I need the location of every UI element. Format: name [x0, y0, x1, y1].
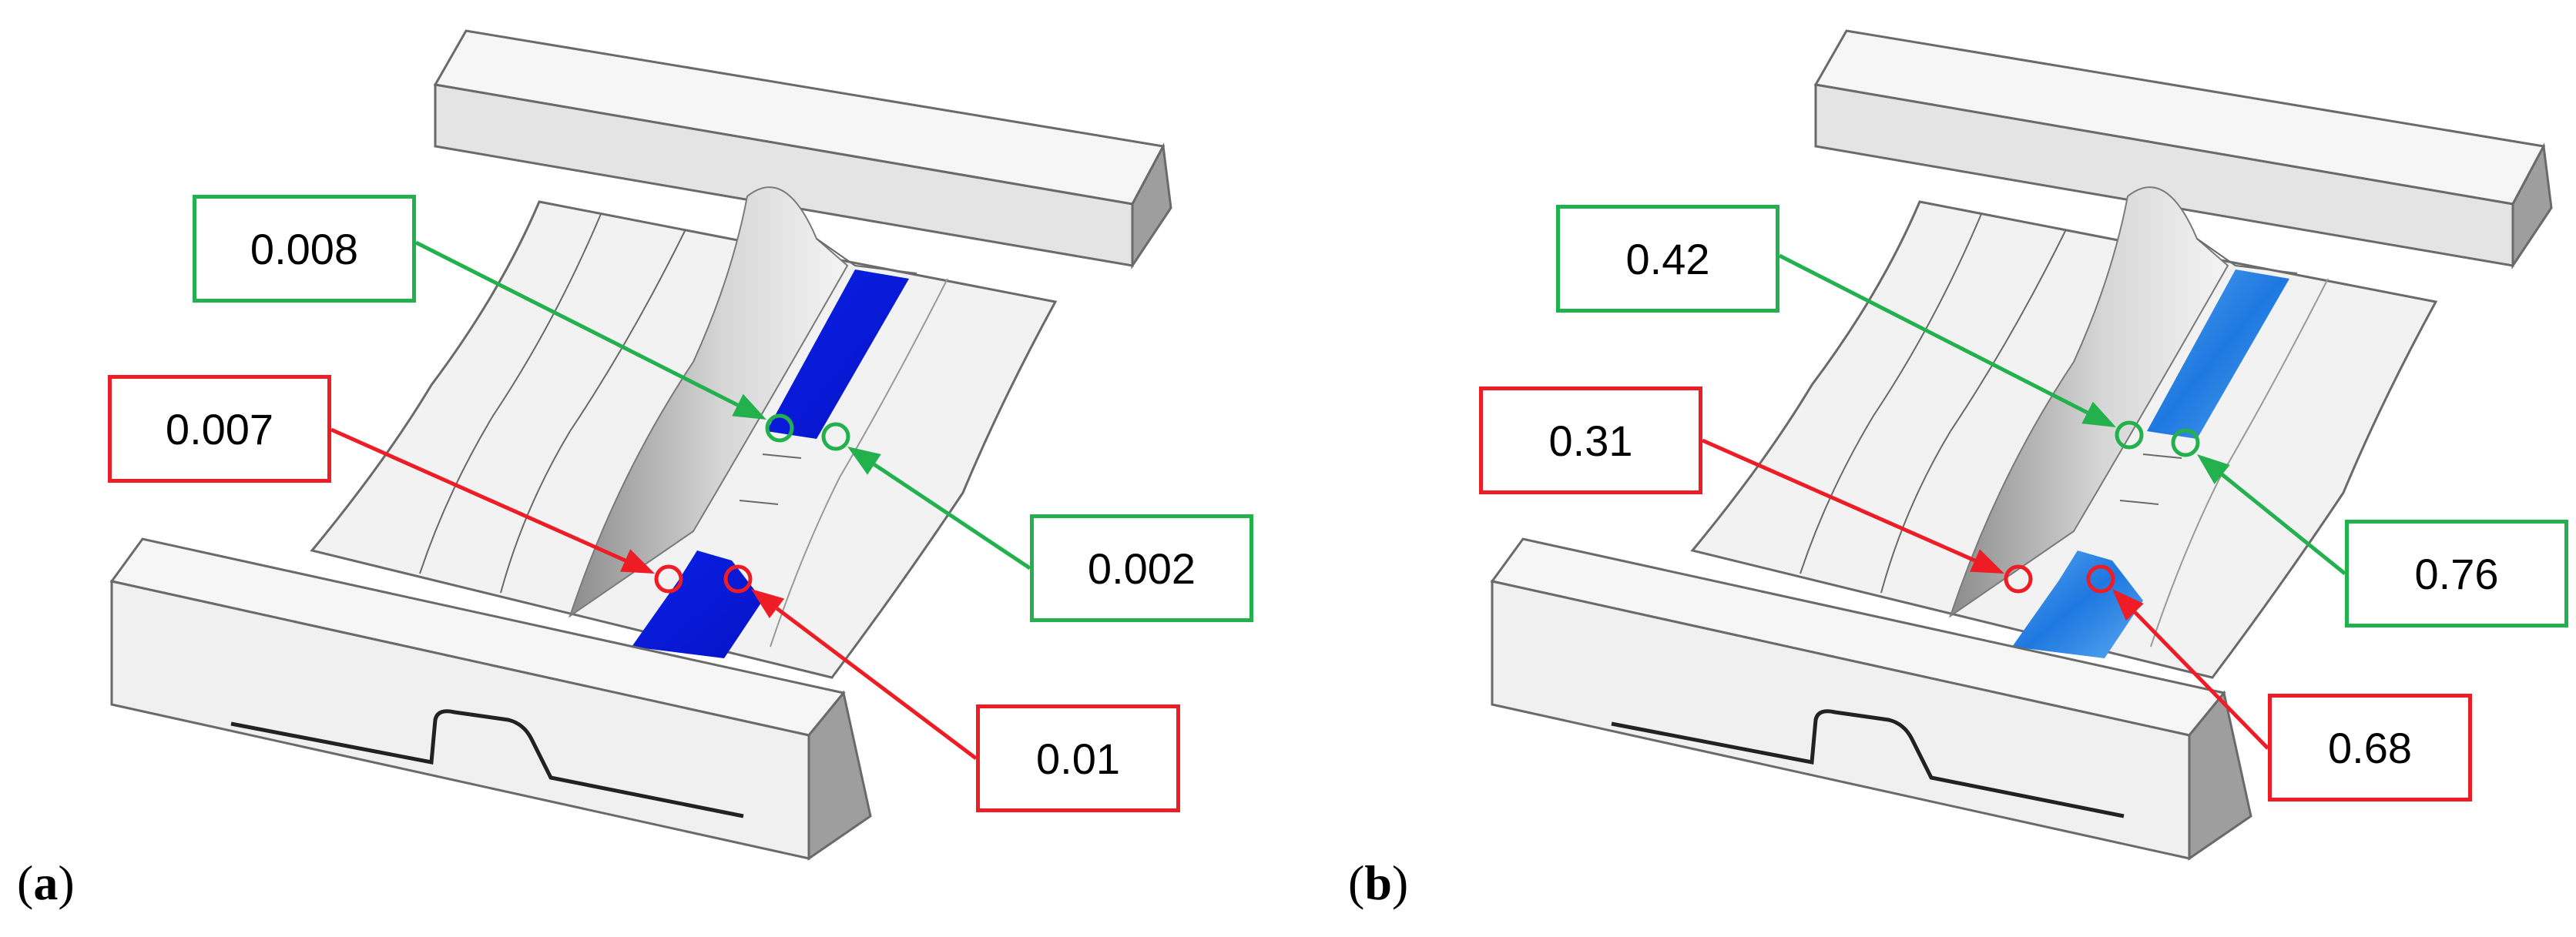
profile-sketch: [230, 709, 744, 818]
upper-clamp-side: [1131, 142, 1172, 269]
marker-lower-green: [2171, 428, 2200, 457]
sheet-line-2: [1880, 229, 2067, 594]
stamping-model-a: [109, 29, 1172, 861]
rib-top-edge: [2196, 238, 2298, 274]
arrow-line: [1778, 253, 2088, 415]
arrow-lower-green: [2197, 454, 2346, 575]
arrow-upper-green: [414, 240, 766, 420]
panel-label-b: (b): [1348, 855, 1409, 910]
callout-lower-green: 0.76: [2345, 520, 2568, 627]
panel-b: 0.42 0.31 0.76 0.68 (b): [1288, 0, 2576, 937]
callout-lower-red: 0.01: [976, 704, 1180, 812]
callout-upper-green: 0.42: [1556, 205, 1779, 313]
arrow-head: [1970, 549, 2004, 574]
model-group: [109, 29, 1172, 861]
arrow-head: [2112, 589, 2144, 621]
callout-upper-red: 0.007: [108, 375, 331, 483]
lower-clamp-side: [2188, 690, 2252, 861]
arrow-head: [847, 447, 881, 475]
model-group: [1490, 29, 2553, 861]
arrow-head: [2081, 401, 2116, 427]
arrow-upper-green: [1778, 253, 2116, 427]
arrow-line: [2221, 473, 2346, 575]
sheet-line-1: [1800, 213, 1982, 574]
arrow-head: [732, 393, 766, 420]
gap-lines: [739, 453, 802, 505]
marker-upper-red: [654, 564, 683, 594]
marker-upper-red: [2004, 564, 2033, 594]
arrow-line: [776, 607, 978, 760]
strain-region-lower: [2012, 550, 2143, 658]
gap-lines: [2119, 453, 2182, 505]
arrow-head: [2197, 454, 2230, 484]
arrow-line: [2133, 611, 2269, 750]
marker-lower-green: [821, 422, 850, 451]
raised-rib: [1949, 186, 2229, 618]
arrow-head: [620, 549, 655, 574]
sheet-line-3: [770, 278, 948, 648]
arrow-line: [330, 427, 626, 563]
strain-region-upper: [766, 269, 909, 439]
callout-arrows-a: [330, 240, 1031, 760]
marker-upper-green: [765, 413, 794, 443]
sheet-line-2: [500, 229, 686, 594]
arrow-lower-green: [847, 447, 1031, 571]
sheet-line-3: [2150, 278, 2329, 648]
arrow-line: [414, 240, 739, 407]
arrow-line: [873, 463, 1031, 571]
marker-lower-red: [2086, 564, 2115, 594]
arrow-lower-red: [2112, 589, 2269, 750]
arrow-upper-red: [330, 427, 655, 574]
upper-clamp-side: [2511, 142, 2553, 269]
strain-region-lower: [632, 550, 763, 658]
panel-label-a: (a): [17, 855, 75, 910]
profile-sketch: [1611, 709, 2125, 818]
arrow-head: [751, 589, 785, 619]
panel-a: 0.008 0.007 0.002 0.01 (a): [17, 29, 1253, 910]
sheet-line-1: [419, 213, 602, 574]
marker-lower-red: [723, 564, 753, 594]
callout-upper-red: 0.31: [1479, 387, 1702, 494]
arrow-upper-red: [1701, 438, 2004, 574]
arrow-lower-red: [751, 589, 978, 760]
callout-upper-green: 0.008: [193, 195, 416, 303]
callout-arrows-b: [1701, 253, 2346, 750]
arrow-line: [1701, 438, 1976, 563]
marker-upper-green: [2115, 420, 2144, 450]
raised-rib: [569, 186, 849, 618]
rib-top-edge: [816, 238, 917, 274]
stamping-model-b: [1490, 29, 2553, 861]
strain-region-upper: [2147, 269, 2289, 439]
lower-clamp-side: [807, 690, 872, 861]
callout-lower-red: 0.68: [2268, 694, 2472, 801]
callout-lower-green: 0.002: [1030, 514, 1253, 622]
